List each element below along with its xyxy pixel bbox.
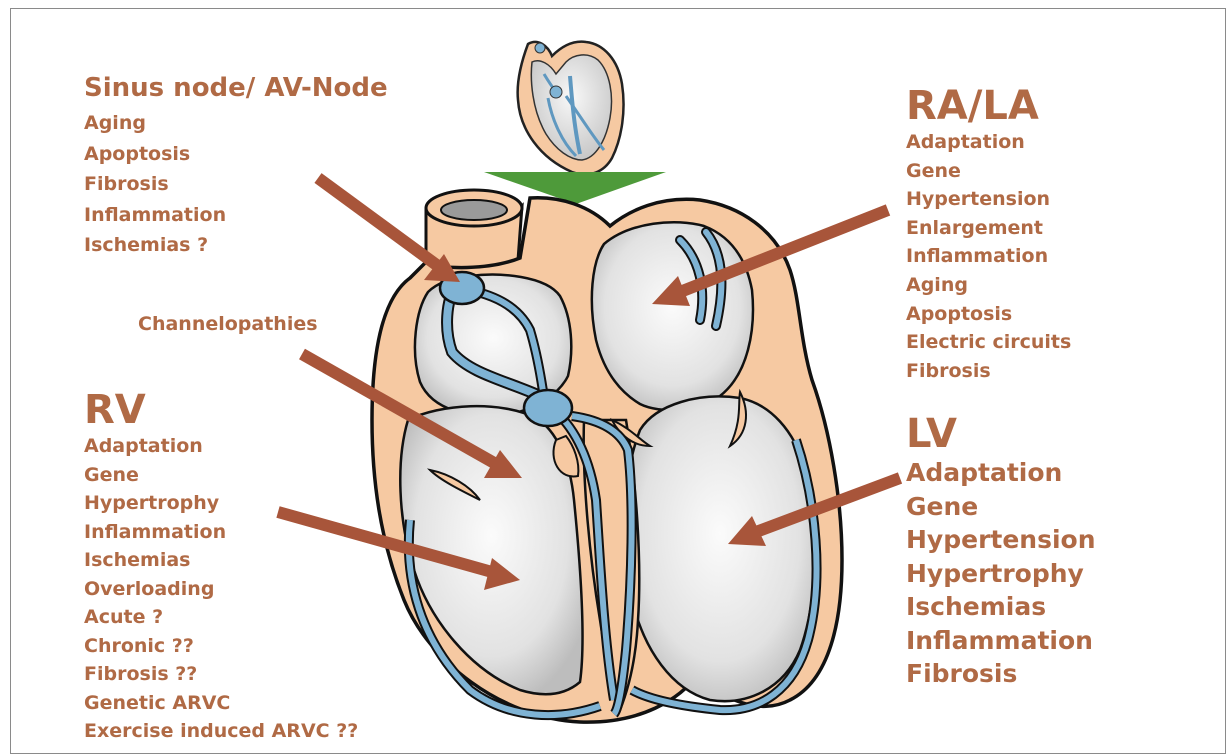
list-item: Gene bbox=[84, 461, 358, 490]
list-item: Adaptation bbox=[84, 432, 358, 461]
list-item: Electric circuits bbox=[906, 328, 1071, 357]
list-item: Genetic ARVC bbox=[84, 689, 358, 718]
list-item: Apoptosis bbox=[906, 300, 1071, 329]
list-item: Ischemias bbox=[906, 590, 1096, 624]
list-item: Aging bbox=[84, 108, 388, 139]
list-item: Inflammation bbox=[906, 624, 1096, 658]
list-item: Hypertrophy bbox=[84, 489, 358, 518]
list-item: Fibrosis bbox=[84, 169, 388, 200]
list-item: Fibrosis bbox=[906, 657, 1096, 691]
label-channelopathies: Channelopathies bbox=[138, 310, 318, 338]
label-ra-la-list: Adaptation Gene Hypertension Enlargement… bbox=[906, 128, 1071, 385]
list-item: Inflammation bbox=[84, 518, 358, 547]
label-sinus-node: Sinus node/ AV-Node Aging Apoptosis Fibr… bbox=[84, 72, 388, 261]
list-item: Gene bbox=[906, 490, 1096, 524]
label-channelopathies-title: Channelopathies bbox=[138, 310, 318, 338]
list-item: Inflammation bbox=[906, 242, 1071, 271]
label-lv-list: Adaptation Gene Hypertension Hypertrophy… bbox=[906, 456, 1096, 691]
list-item: Adaptation bbox=[906, 456, 1096, 490]
list-item: Enlargement bbox=[906, 214, 1071, 243]
list-item: Exercise induced ARVC ?? bbox=[84, 717, 358, 746]
label-ra-la-title: RA/LA bbox=[906, 84, 1071, 128]
list-item: Aging bbox=[906, 271, 1071, 300]
av-node bbox=[524, 390, 572, 426]
label-ra-la: RA/LA Adaptation Gene Hypertension Enlar… bbox=[906, 84, 1071, 385]
label-rv-title: RV bbox=[84, 388, 358, 432]
list-item: Hypertrophy bbox=[906, 557, 1096, 591]
list-item: Overloading bbox=[84, 575, 358, 604]
label-rv-list: Adaptation Gene Hypertrophy Inflammation… bbox=[84, 432, 358, 746]
list-item: Acute ? bbox=[84, 603, 358, 632]
label-lv: LV Adaptation Gene Hypertension Hypertro… bbox=[906, 412, 1096, 691]
list-item: Fibrosis ?? bbox=[84, 660, 358, 689]
label-sinus-node-title: Sinus node/ AV-Node bbox=[84, 72, 388, 104]
list-item: Inflammation bbox=[84, 200, 388, 231]
list-item: Apoptosis bbox=[84, 139, 388, 170]
label-sinus-node-list: Aging Apoptosis Fibrosis Inflammation Is… bbox=[84, 108, 388, 261]
thumbnail-heart bbox=[518, 42, 624, 175]
list-item: Ischemias ? bbox=[84, 230, 388, 261]
list-item: Hypertension bbox=[906, 523, 1096, 557]
list-item: Fibrosis bbox=[906, 357, 1071, 386]
label-rv: RV Adaptation Gene Hypertrophy Inflammat… bbox=[84, 388, 358, 746]
list-item: Ischemias bbox=[84, 546, 358, 575]
list-item: Gene bbox=[906, 157, 1071, 186]
list-item: Chronic ?? bbox=[84, 632, 358, 661]
list-item: Adaptation bbox=[906, 128, 1071, 157]
list-item: Hypertension bbox=[906, 185, 1071, 214]
label-lv-title: LV bbox=[906, 412, 1096, 456]
